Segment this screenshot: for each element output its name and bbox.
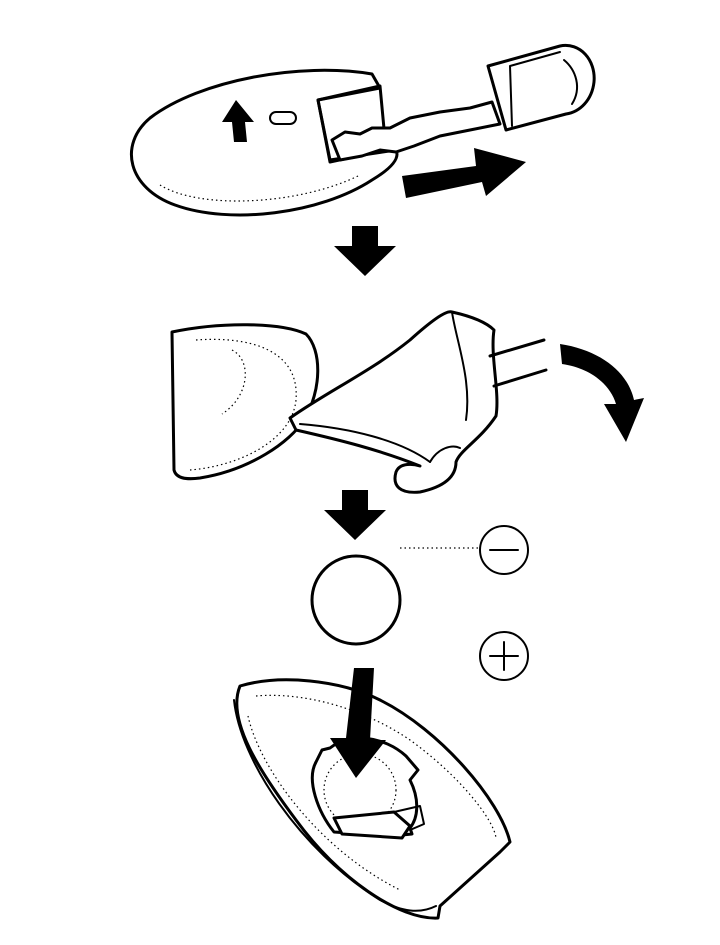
plus-symbol-icon [479,631,529,681]
step-3-battery [310,525,529,681]
release-slot [269,111,297,125]
coin-battery [310,554,402,646]
key-blade [330,100,502,162]
key-head [486,43,596,132]
fob-case [170,323,320,481]
cloth [288,310,499,494]
up-arrow-icon [222,100,254,142]
insert-arrow-icon [330,668,386,778]
down-arrow-icon [334,226,396,276]
minus-symbol-icon [479,525,529,575]
down-arrow-icon [324,490,386,540]
pull-right-arrow-icon [402,148,526,198]
step-4-insert-battery [233,668,512,920]
screwdriver-shaft [488,338,548,388]
step-2-pry-case [170,310,644,494]
step-1-remove-key [130,43,596,217]
fob-body [130,68,399,217]
rotate-arrow-icon [560,344,644,442]
